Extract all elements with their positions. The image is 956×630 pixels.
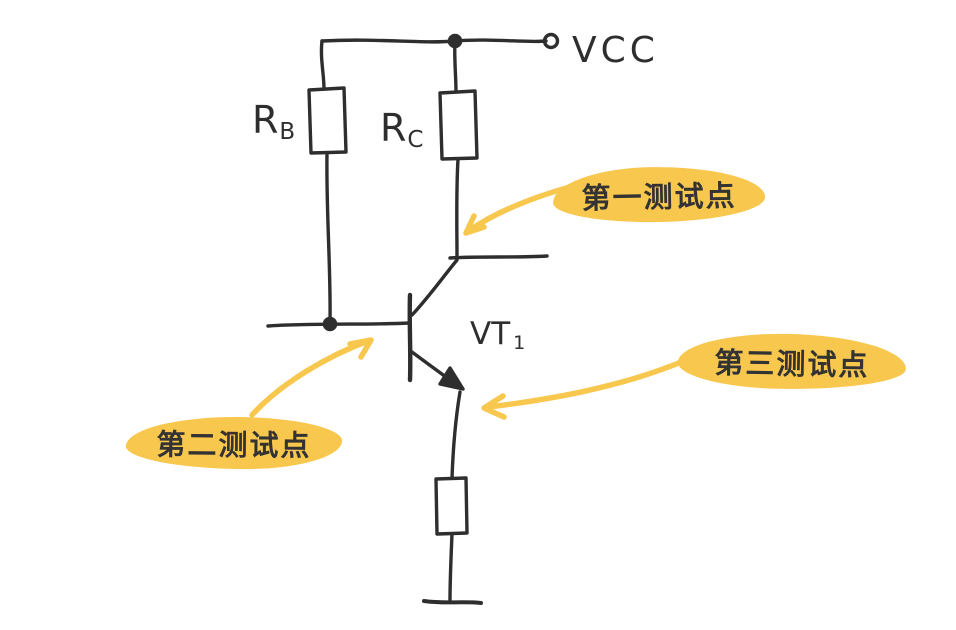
emitter-resistor	[434, 476, 469, 536]
rc-label: RC	[380, 106, 424, 153]
test-point-3-label: 第三测试点	[714, 345, 870, 382]
rb-resistor	[307, 86, 348, 155]
vcc-label: VCC	[572, 30, 659, 71]
test-point-3-arrow	[486, 357, 689, 410]
test-point-1-arrowhead-icon	[463, 213, 487, 236]
test-point-2-arrow	[249, 338, 371, 418]
ground-symbol	[422, 599, 483, 605]
wire-top-rail	[320, 38, 548, 44]
transistor-collector-lead	[410, 258, 459, 317]
rc-label-main: R	[380, 106, 407, 150]
wire-rb-bottom	[325, 151, 332, 325]
transistor-base-bar	[407, 292, 413, 383]
test-point-2-label: 第二测试点	[156, 427, 312, 463]
wire-collector	[455, 157, 460, 259]
vcc-terminal-icon	[542, 32, 560, 50]
wire-rc-top	[453, 39, 458, 94]
junction-dot-base	[322, 316, 338, 332]
test-point-3-arrowhead-icon	[481, 393, 507, 420]
rc-label-sub: C	[407, 127, 424, 153]
wire-rb-top	[319, 39, 326, 91]
wire-collector-stub	[448, 254, 549, 260]
wire-ground	[448, 532, 454, 602]
rb-label-main: R	[252, 98, 279, 142]
rc-resistor	[438, 89, 479, 161]
junction-dot-top	[447, 33, 463, 49]
vt1-label-sub: 1	[513, 332, 526, 354]
test-point-2-arrowhead-icon	[347, 337, 374, 360]
vt1-label-main: VT	[470, 316, 511, 352]
transistor-emitter-arrow-icon	[438, 366, 465, 391]
rb-label-sub: B	[279, 119, 296, 145]
wire-emitter	[450, 390, 462, 480]
test-point-1-label: 第一测试点	[581, 178, 737, 215]
test-point-2-bubble: 第二测试点	[125, 416, 343, 470]
rb-label: RB	[252, 98, 296, 145]
wire-base	[266, 321, 411, 328]
